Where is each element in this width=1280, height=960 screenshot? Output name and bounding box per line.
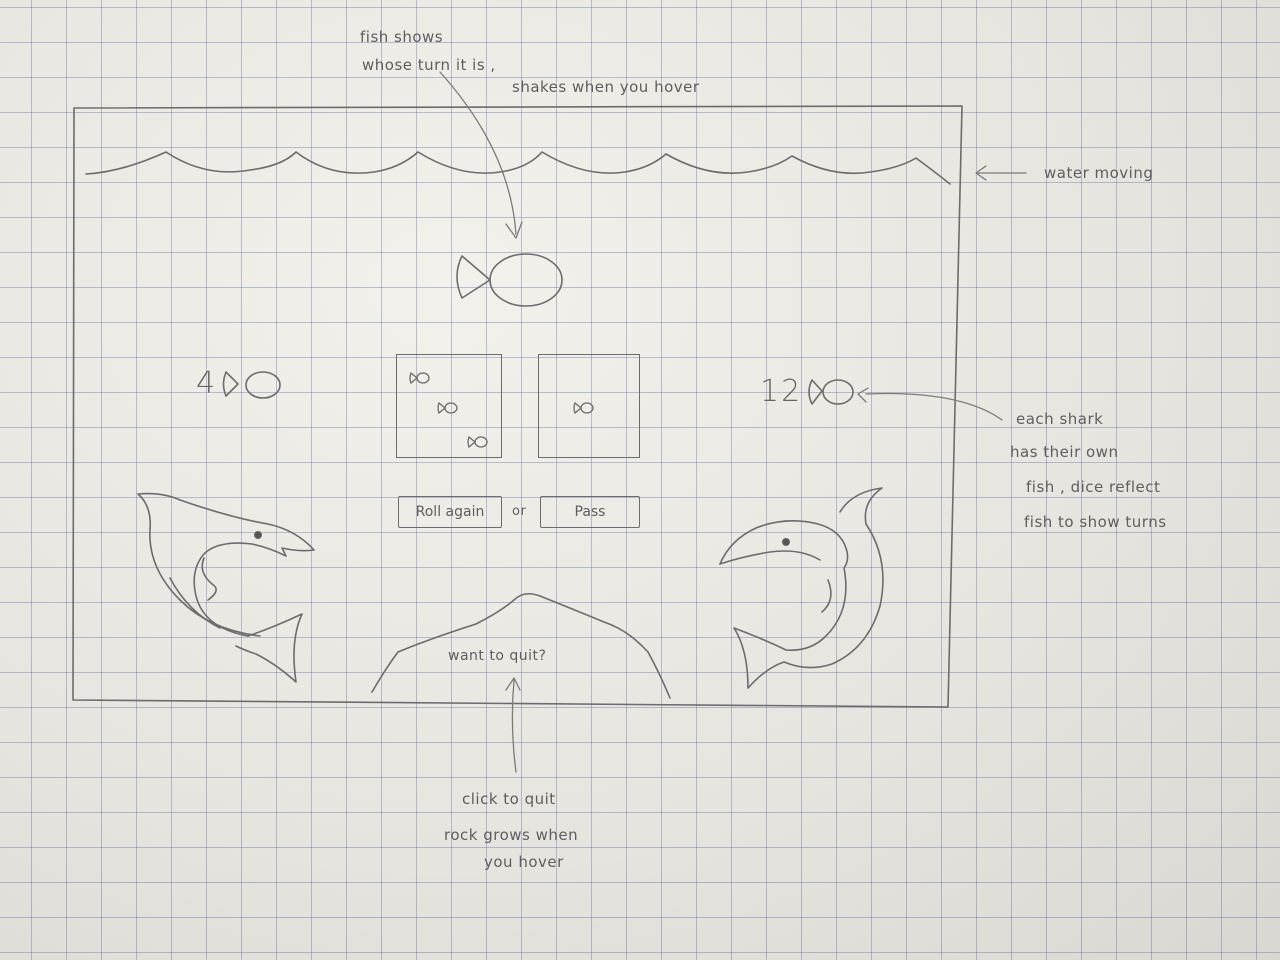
die-fish-pip-center bbox=[573, 401, 594, 415]
arrow-shark-annotation bbox=[865, 392, 1003, 421]
die-right bbox=[538, 354, 640, 458]
quit-rock-label[interactable]: want to quit? bbox=[448, 648, 547, 664]
shark-annotation-line3: fish , dice reflect bbox=[1026, 478, 1161, 496]
rock-click-annotation: click to quit bbox=[462, 790, 556, 808]
fish-hover-annotation: shakes when you hover bbox=[512, 78, 700, 96]
or-label: or bbox=[512, 504, 527, 519]
left-shark-icon[interactable] bbox=[137, 492, 315, 683]
rock-grow-annotation-line2: you hover bbox=[484, 853, 564, 871]
quit-rock-icon[interactable] bbox=[371, 592, 671, 699]
roll-again-button[interactable]: Roll again bbox=[398, 496, 502, 528]
left-score-fish-icon bbox=[222, 371, 281, 399]
die-fish-pip-1 bbox=[409, 371, 430, 385]
rock-grow-annotation-line1: rock grows when bbox=[444, 826, 579, 844]
die-left bbox=[396, 354, 502, 458]
fish-turn-annotation-line1: fish shows bbox=[360, 28, 444, 46]
arrow-fish-annotation bbox=[439, 71, 523, 239]
shark-annotation-line1: each shark bbox=[1016, 410, 1104, 428]
left-score: 4 bbox=[196, 366, 218, 401]
right-score: 12 bbox=[760, 374, 803, 409]
water-surface bbox=[85, 151, 951, 185]
right-shark-icon[interactable] bbox=[719, 487, 884, 689]
shark-annotation-line2: has their own bbox=[1010, 443, 1119, 461]
shark-annotation-line4: fish to show turns bbox=[1024, 513, 1167, 531]
right-score-fish-icon bbox=[808, 379, 869, 405]
game-frame bbox=[72, 105, 963, 708]
die-fish-pip-2 bbox=[437, 401, 458, 415]
arrow-water-annotation bbox=[975, 165, 1027, 181]
fish-turn-annotation-line2: whose turn it is , bbox=[362, 56, 496, 74]
die-fish-pip-3 bbox=[467, 435, 488, 449]
water-annotation: water moving bbox=[1044, 164, 1154, 182]
pass-button[interactable]: Pass bbox=[540, 496, 640, 528]
arrow-rock-annotation bbox=[505, 677, 521, 773]
turn-fish-icon[interactable] bbox=[456, 253, 563, 307]
